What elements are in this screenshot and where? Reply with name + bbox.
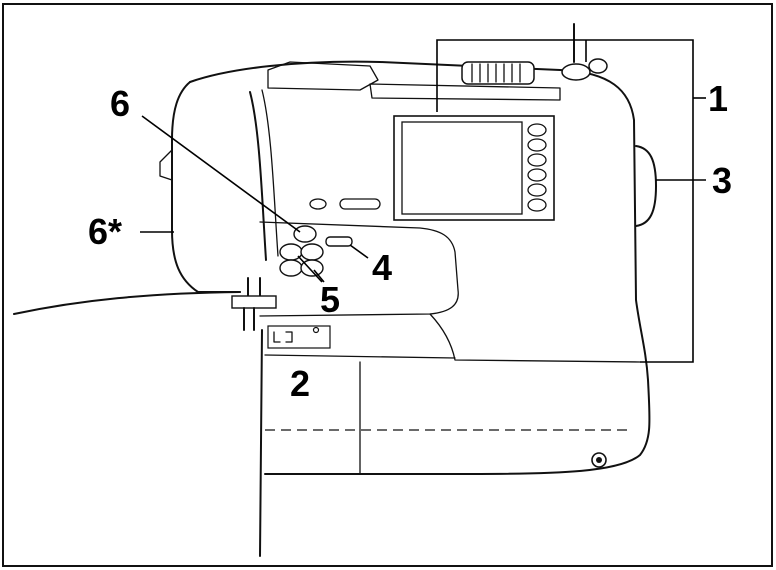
- thread-guide-channel-inner: [261, 89, 279, 257]
- leader-line-5: [297, 255, 325, 283]
- machine-body-outline: [189, 60, 651, 475]
- speed-slider-slot: [339, 198, 381, 210]
- speed-control-lever: [325, 236, 353, 247]
- bobbin-winder-knob: [588, 58, 608, 74]
- callout-1: 1: [708, 78, 728, 119]
- operation-button: [279, 259, 303, 277]
- needle-plate-screw: [312, 326, 320, 334]
- foot-controller-jack-inner: [596, 457, 602, 463]
- callout-4: 4: [372, 247, 392, 288]
- lcd-button-column: [527, 123, 547, 212]
- side-thread-cutter: [159, 149, 173, 181]
- needle-plate: [267, 325, 331, 349]
- thread-spool-lines: [471, 63, 521, 83]
- operation-button: [300, 243, 324, 261]
- lcd-button: [527, 198, 547, 212]
- operation-button: [300, 259, 324, 277]
- spool-pin-base: [369, 83, 561, 101]
- lcd-screen: [401, 121, 523, 215]
- thread-spool: [461, 61, 535, 85]
- control-slot: [309, 198, 327, 210]
- lcd-button: [527, 153, 547, 167]
- lcd-button: [527, 138, 547, 152]
- machine-head-outline: [171, 81, 241, 293]
- handwheel: [635, 145, 657, 227]
- lcd-button: [527, 168, 547, 182]
- callout-3: 3: [712, 160, 732, 201]
- top-cover: [267, 61, 379, 91]
- arm-front-edge: [259, 221, 459, 317]
- bed-vertical-left: [259, 329, 263, 557]
- figure-frame: [2, 3, 773, 567]
- needle: [243, 307, 255, 331]
- leader-line-1: [436, 39, 694, 363]
- leader-line-6: [141, 115, 301, 233]
- callout-2: 2: [290, 363, 310, 404]
- callout-6star: 6*: [88, 211, 122, 252]
- leader-line-4: [349, 244, 369, 259]
- arm-base-curve: [429, 313, 641, 363]
- free-arm-line: [13, 291, 241, 315]
- needle-plate-marks: [273, 331, 293, 343]
- bed-front-edge: [264, 354, 456, 359]
- lcd-button: [527, 123, 547, 137]
- callout-6: 6: [110, 83, 130, 124]
- operation-button: [293, 225, 317, 243]
- callout-5: 5: [320, 279, 340, 320]
- presser-foot: [231, 295, 277, 309]
- bobbin-winder: [561, 63, 591, 81]
- lcd-button: [527, 183, 547, 197]
- thread-guide-channel: [249, 91, 267, 261]
